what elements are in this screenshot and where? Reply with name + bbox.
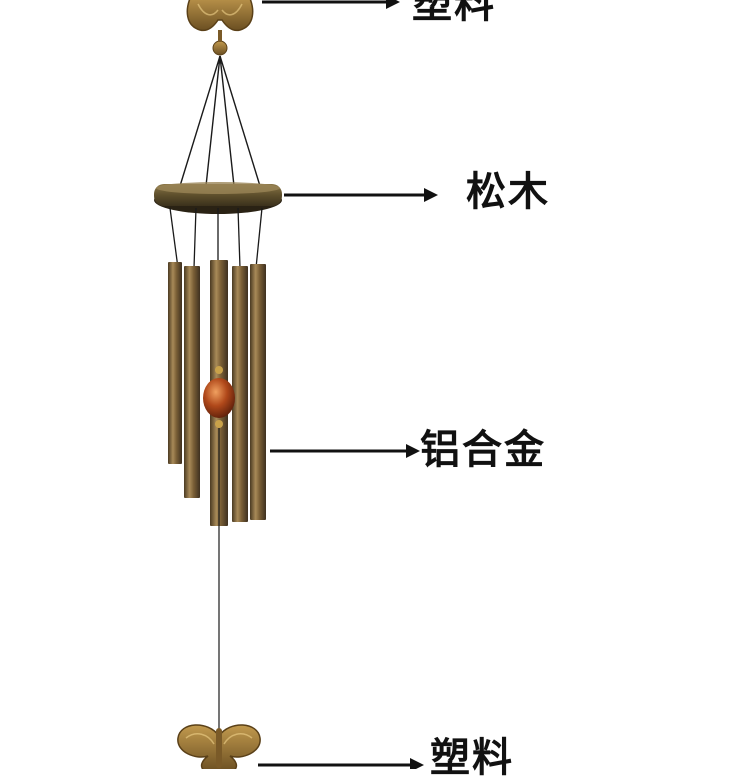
pine-wood-ring — [154, 182, 282, 214]
arrow-wood — [284, 188, 438, 202]
label-top-material: 塑料 — [412, 0, 496, 27]
center-bead — [203, 366, 235, 428]
arrow-alloy — [270, 444, 420, 458]
bottom-butterfly-ornament — [177, 724, 261, 769]
label-plastic: 塑料 — [430, 735, 514, 781]
hanging-strings — [179, 55, 261, 187]
label-pine-wood: 松木 — [466, 169, 550, 215]
arrow-top — [262, 0, 400, 9]
tube-strings — [169, 207, 263, 269]
callout-arrows — [258, 0, 438, 769]
arrow-plastic — [258, 758, 424, 769]
label-aluminum-alloy: 铝合金 — [420, 427, 546, 473]
top-butterfly-ornament — [186, 0, 254, 56]
